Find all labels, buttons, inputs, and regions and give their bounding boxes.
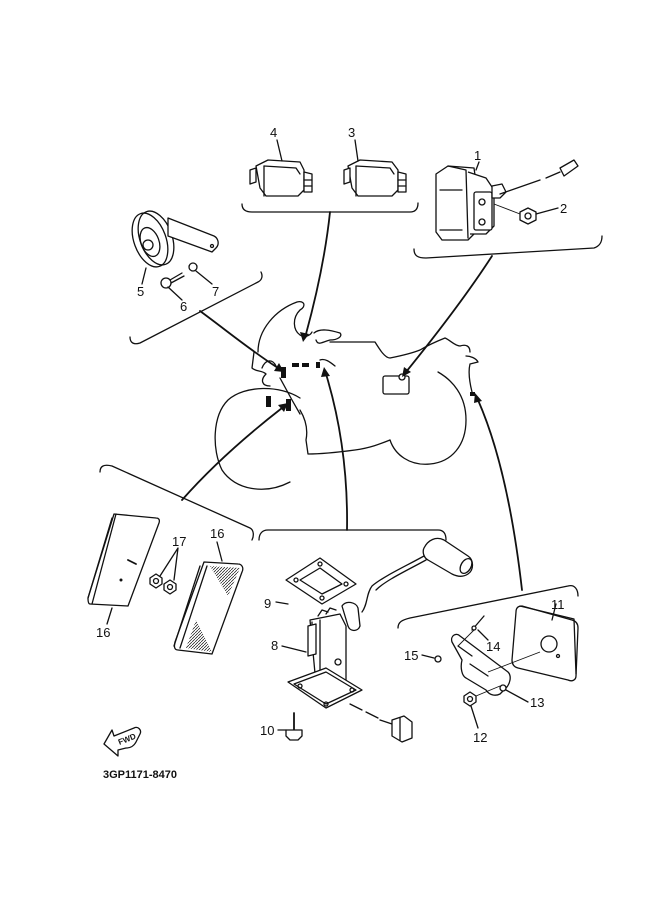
callout-8: 8 [271,638,278,653]
bolt-part-10[interactable] [285,712,303,741]
fuel-sender-part-8[interactable] [287,537,474,743]
leader-line [475,161,480,171]
bracket-part-13[interactable] [450,633,511,696]
reflector-part-16-left[interactable] [87,513,161,607]
leader-line [141,267,147,285]
leader-line [276,139,283,162]
mount-marker [316,362,320,368]
callout-9: 9 [264,596,271,611]
leader-lines [181,211,523,591]
leader-line [505,689,529,703]
callout-13: 13 [530,695,544,710]
bolt-part-6[interactable] [160,272,185,289]
callout-6: 6 [180,299,187,314]
mount-marker [292,363,299,367]
callout-16-right: 16 [210,526,224,541]
assembly-line [493,203,521,215]
leader-line [216,541,223,562]
mount-marker [286,399,291,411]
mount-marker [266,396,271,407]
relay-part-3[interactable] [343,159,407,197]
relay-part-4[interactable] [249,159,313,197]
mount-marker [302,363,309,367]
leader-line [195,270,213,285]
leader-line [275,601,289,605]
starter-relay-part-1[interactable] [435,159,579,241]
callout-4: 4 [270,125,277,140]
leader-line [470,705,479,729]
leader-line [167,286,183,301]
leader-line [106,607,113,625]
callout-15: 15 [404,648,418,663]
callout-12: 12 [473,730,487,745]
leader-line [281,645,307,653]
leader-line [551,603,557,621]
callout-2: 2 [560,201,567,216]
leader-line [535,207,559,215]
callout-14: 14 [486,639,500,654]
callout-16-left: 16 [96,625,110,640]
reflector-part-16-right[interactable] [173,561,244,655]
motorcycle-outline [214,300,479,490]
callout-3: 3 [348,125,355,140]
callout-11: 11 [551,597,565,612]
callout-5: 5 [137,284,144,299]
callout-1: 1 [474,148,481,163]
leader-line [354,139,359,162]
assembly-line [457,629,475,647]
mount-marker [281,367,286,378]
assembly-line [487,651,541,673]
washer-part-7[interactable] [188,262,198,272]
mount-marker [470,392,475,396]
callout-17: 17 [172,534,186,549]
gasket-part-9[interactable] [285,557,357,605]
diagram-part-number: 3GP1171-8470 [103,769,177,781]
forward-direction-arrow: FWD [103,726,142,757]
nut-part-2[interactable] [519,207,537,225]
callout-10: 10 [260,723,274,738]
nuts-part-17[interactable] [149,573,177,595]
washer-part-15[interactable] [434,655,442,663]
screw-part-14[interactable] [471,615,485,631]
callout-7: 7 [212,284,219,299]
reflector-part-11[interactable] [511,605,579,682]
leader-line [159,547,179,581]
assembly-line [475,685,501,697]
horn-part-5[interactable] [125,206,219,272]
leader-line [477,629,489,641]
nut-part-12[interactable] [463,691,477,707]
leader-line [421,654,435,659]
group-brackets [99,202,603,629]
